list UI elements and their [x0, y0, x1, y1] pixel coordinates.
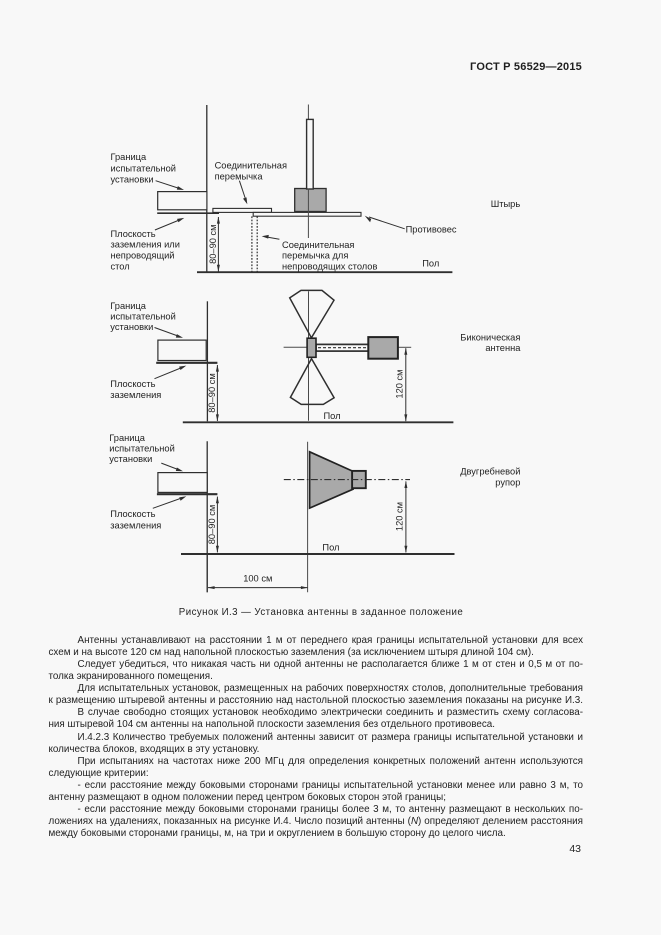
- svg-text:Противовес: Противовес: [406, 224, 457, 234]
- svg-text:испытательной: испытательной: [109, 444, 174, 454]
- svg-text:непроводящий: непроводящий: [111, 250, 175, 260]
- svg-text:Биконическая: Биконическая: [460, 333, 520, 343]
- svg-text:Пол: Пол: [324, 411, 341, 421]
- svg-text:перемычка для: перемычка для: [282, 251, 348, 261]
- svg-text:Граница: Граница: [110, 301, 147, 311]
- svg-text:Штырь: Штырь: [491, 199, 521, 209]
- svg-text:Соединительная: Соединительная: [215, 161, 287, 171]
- svg-text:Двугребневой: Двугребневой: [460, 467, 520, 477]
- svg-text:Плоскость: Плоскость: [110, 379, 155, 389]
- svg-text:100 см: 100 см: [243, 574, 272, 584]
- svg-text:Граница: Граница: [111, 152, 148, 162]
- svg-text:установки: установки: [110, 322, 153, 332]
- svg-text:120 см: 120 см: [394, 369, 404, 398]
- svg-text:рупор: рупор: [495, 478, 520, 488]
- svg-text:непроводящих столов: непроводящих столов: [282, 261, 377, 271]
- svg-text:120 см: 120 см: [394, 502, 404, 531]
- svg-text:Соединительная: Соединительная: [282, 240, 354, 250]
- svg-text:80–90 см: 80–90 см: [207, 505, 217, 544]
- svg-text:заземления или: заземления или: [111, 240, 180, 250]
- svg-text:Плоскость: Плоскость: [110, 509, 155, 519]
- svg-text:антенна: антенна: [485, 343, 521, 353]
- svg-text:перемычка: перемычка: [215, 172, 264, 182]
- svg-text:заземления: заземления: [110, 520, 161, 530]
- svg-text:испытательной: испытательной: [111, 163, 176, 173]
- svg-text:Плоскость: Плоскость: [111, 229, 156, 239]
- svg-text:Пол: Пол: [422, 259, 439, 269]
- svg-text:установки: установки: [111, 174, 154, 184]
- svg-text:заземления: заземления: [110, 390, 161, 400]
- svg-text:80–90 см: 80–90 см: [207, 373, 217, 412]
- svg-text:стол: стол: [111, 261, 130, 271]
- svg-text:испытательной: испытательной: [110, 312, 175, 322]
- svg-text:Пол: Пол: [322, 542, 339, 552]
- svg-text:установки: установки: [109, 454, 152, 464]
- svg-text:80–90 см: 80–90 см: [208, 224, 218, 263]
- svg-text:Граница: Граница: [109, 433, 146, 443]
